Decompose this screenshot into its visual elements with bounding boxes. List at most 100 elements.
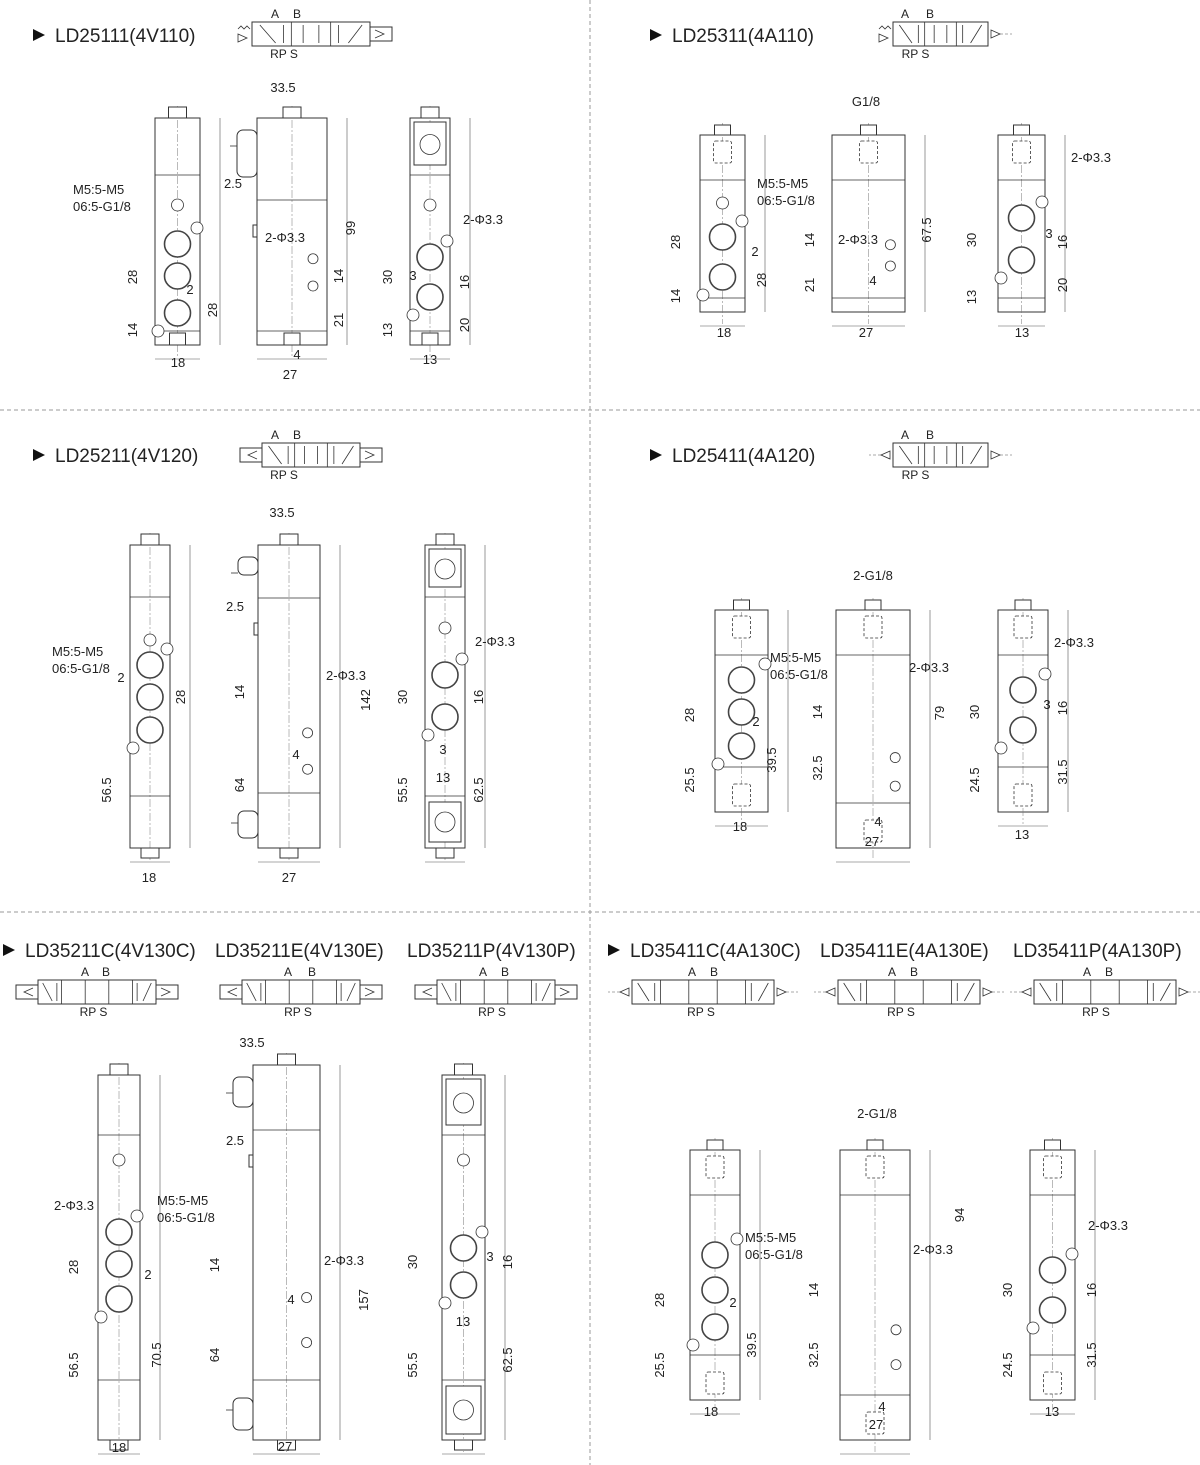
valve-front-view xyxy=(230,106,348,360)
dimension-label: 14 xyxy=(810,705,825,719)
port-label-a: A xyxy=(688,965,696,979)
coil-connector xyxy=(237,556,259,576)
valve-front-view xyxy=(231,533,341,863)
dimension-label: 20 xyxy=(1055,278,1070,292)
dimension-label: 2.5 xyxy=(226,599,244,614)
mounting-hole xyxy=(190,221,204,235)
mounting-hole xyxy=(1035,195,1049,209)
port-label-b: B xyxy=(293,7,301,21)
air-port xyxy=(105,1250,133,1278)
port-label-b: B xyxy=(926,428,934,442)
mounting-hole xyxy=(301,1337,313,1348)
dimension-label: 2 xyxy=(117,670,124,685)
mounting-hole xyxy=(696,288,710,302)
dimension-label: 31.5 xyxy=(1084,1342,1099,1367)
dimension-label: 39.5 xyxy=(744,1332,759,1357)
air-port xyxy=(449,1271,478,1299)
air-port xyxy=(163,230,192,258)
dimension-label: 2-G1/8 xyxy=(857,1106,897,1121)
dimension-label: 06:5-G1/8 xyxy=(52,661,110,676)
port-label-b: B xyxy=(910,965,918,979)
dimension-label: 4 xyxy=(878,1399,885,1414)
dimension-label: 14 xyxy=(806,1283,821,1297)
dimension-label: 64 xyxy=(207,1348,222,1362)
dimension-label: 3 xyxy=(409,268,416,283)
air-port xyxy=(105,1285,133,1313)
air-port xyxy=(701,1313,729,1341)
dimension-label: M5:5-M5 xyxy=(52,644,103,659)
valve-side-view xyxy=(126,533,191,863)
dimension-label: 33.5 xyxy=(270,80,295,95)
manual-override-knob xyxy=(109,1063,129,1076)
air-port xyxy=(1007,204,1036,232)
manual-override-knob xyxy=(277,1053,296,1066)
mounting-hole xyxy=(406,308,420,322)
air-port xyxy=(727,698,756,726)
valve-front-view xyxy=(839,1138,931,1455)
coil-connector xyxy=(232,1397,254,1431)
dimension-label: 06:5-G1/8 xyxy=(745,1247,803,1262)
solenoid-icon xyxy=(369,26,393,42)
port-label-b: B xyxy=(926,7,934,21)
manual-override-knob xyxy=(140,533,160,546)
mounting-hole xyxy=(130,1209,144,1223)
port-label-a: A xyxy=(1083,965,1091,979)
arrow-bullet-icon xyxy=(33,29,45,41)
port-label-b: B xyxy=(293,428,301,442)
arrow-bullet-icon xyxy=(33,449,45,461)
manual-override-knob xyxy=(454,1063,473,1076)
manual-override-knob xyxy=(282,106,302,119)
port-label-a: A xyxy=(901,428,909,442)
air-port xyxy=(1038,1256,1067,1284)
dimension-label: 28 xyxy=(668,235,683,249)
threaded-port xyxy=(1013,615,1033,639)
dimension-label: 33.5 xyxy=(239,1035,264,1050)
air-port xyxy=(1009,676,1037,704)
air-port xyxy=(701,1241,729,1269)
dimension-label: 18 xyxy=(733,819,747,834)
dimension-label: 16 xyxy=(457,275,472,289)
mounting-hole xyxy=(885,260,896,272)
air-port xyxy=(708,223,737,251)
arrow-bullet-icon xyxy=(650,449,662,461)
dimension-label: 14 xyxy=(125,323,140,337)
port-label-a: A xyxy=(888,965,896,979)
model-title: LD25111(4V110) xyxy=(55,26,196,47)
air-port xyxy=(136,651,164,679)
solenoid-icon xyxy=(359,984,383,1000)
air-port xyxy=(708,263,737,291)
dimension-label: 16 xyxy=(471,690,486,704)
dimension-label: M5:5-M5 xyxy=(73,182,124,197)
mounting-hole xyxy=(758,657,772,671)
port-label-a: A xyxy=(271,7,279,21)
dimension-label: 30 xyxy=(380,270,395,284)
dimension-label: 16 xyxy=(1055,701,1070,715)
port-label-a: A xyxy=(81,965,89,979)
dimension-label: 2-Φ3.3 xyxy=(1088,1218,1128,1233)
arrow-bullet-icon xyxy=(608,944,620,956)
model-title: LD35411E(4A130E) xyxy=(820,941,989,962)
dimension-label: G1/8 xyxy=(852,94,880,109)
port-label-a: A xyxy=(271,428,279,442)
valve-front-view xyxy=(835,598,931,863)
dimension-label: 30 xyxy=(1000,1283,1015,1297)
dimension-label: 31.5 xyxy=(1055,759,1070,784)
port-label-rps: RP S xyxy=(902,468,930,482)
dimension-label: 2 xyxy=(729,1295,736,1310)
dimension-label: 28 xyxy=(66,1260,81,1274)
dimension-label: 18 xyxy=(142,870,156,885)
air-port xyxy=(727,666,756,694)
air-port xyxy=(1007,246,1036,274)
dimension-label: 25.5 xyxy=(682,767,697,792)
mounting-hole xyxy=(160,642,174,656)
dimension-label: 157 xyxy=(356,1289,371,1311)
mounting-hole xyxy=(889,752,901,763)
dimension-label: 14 xyxy=(207,1258,222,1272)
valve-end-view xyxy=(421,533,486,863)
threaded-port xyxy=(1043,1371,1062,1395)
mounting-hole xyxy=(151,324,165,338)
